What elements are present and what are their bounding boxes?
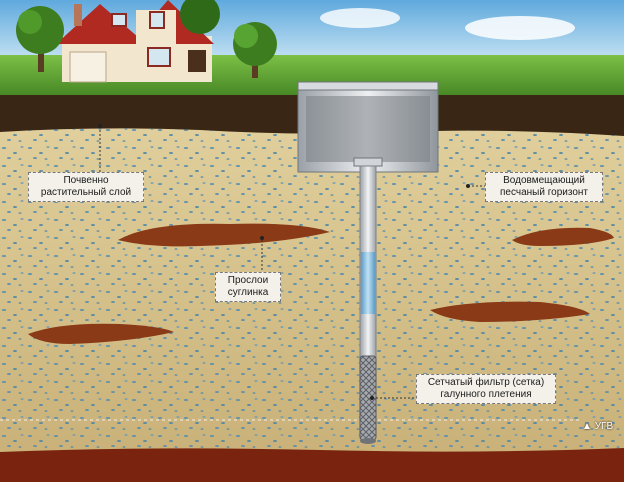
pointer-dot [98, 124, 102, 128]
groundwater-level-label: ▲ УГВ [582, 421, 613, 432]
label-filter-line1: Сетчатый фильтр (сетка) [427, 377, 545, 388]
pointer-dot [370, 396, 374, 400]
label-connectors [99, 126, 485, 399]
label-aquifer: Водовмещающий песчаный горизонт [485, 172, 603, 202]
label-loam-layer: Прослои суглинка [215, 272, 281, 302]
label-soil-layer-line2: растительный слой [40, 187, 132, 198]
label-aquifer-line2: песчаный горизонт [500, 187, 588, 198]
tree-icon [233, 22, 277, 78]
loam-lens [28, 323, 174, 344]
groundwater-marker-icon: ▲ [582, 421, 592, 432]
label-loam-layer-line1: Прослои [227, 275, 269, 286]
tree-icon [16, 6, 64, 72]
label-soil-layer-line1: Почвенно [63, 175, 109, 186]
mesh-filter-icon [359, 355, 377, 444]
pointer-dot [260, 236, 264, 240]
label-filter: Сетчатый фильтр (сетка) галунного плетен… [416, 374, 556, 404]
pointer-dot [466, 184, 470, 188]
tank-icon [297, 81, 439, 173]
tree-icon [180, 0, 220, 34]
loam-lens [118, 223, 330, 247]
label-filter-line2: галунного плетения [440, 389, 532, 400]
water-in-pipe [361, 252, 375, 314]
label-soil-layer: Почвенно растительный слой [28, 172, 144, 202]
house-icon [56, 0, 214, 83]
loam-lens [430, 301, 590, 322]
bottom-clay [0, 448, 624, 482]
label-loam-layer-line2: суглинка [227, 287, 269, 298]
cloud [320, 8, 400, 28]
label-aquifer-line1: Водовмещающий [503, 175, 585, 186]
cloud [465, 16, 575, 40]
groundwater-level-text: УГВ [594, 421, 614, 432]
loam-lens [512, 227, 614, 246]
